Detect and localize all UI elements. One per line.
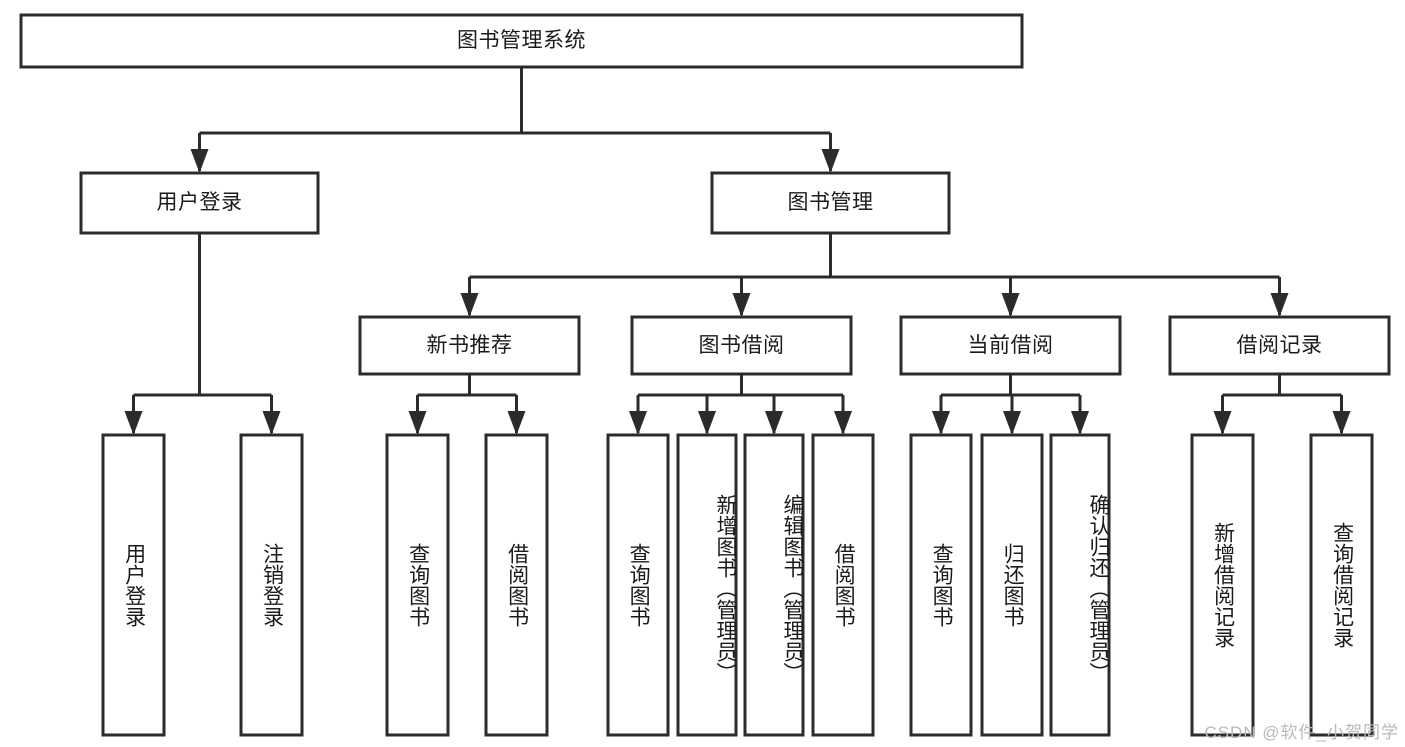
node-box-leaf_11	[1190, 433, 1255, 737]
arrow-head-borrow-to-leaves-3	[834, 411, 852, 435]
node-box-leaf_10	[1049, 433, 1111, 737]
node-boxes-group	[19, 13, 1391, 737]
node-box-leaf_6	[743, 433, 805, 737]
arrow-head-borrow-to-leaves-1	[698, 411, 716, 435]
node-box-root	[19, 13, 1024, 69]
arrow-head-newbook-to-leaves-1	[507, 411, 526, 435]
node-box-leaf_5	[676, 433, 738, 737]
arrow-head-records-to-leaves-1	[1332, 411, 1351, 435]
node-box-l2_1	[710, 171, 951, 235]
node-box-l3_1	[630, 315, 853, 376]
node-box-leaf_0	[101, 433, 166, 737]
arrow-head-newbook-to-leaves-0	[408, 411, 427, 435]
node-box-leaf_9	[980, 433, 1044, 737]
arrow-head-borrow-to-leaves-0	[629, 411, 647, 435]
arrow-head-login-to-leaves-0	[124, 411, 143, 435]
node-box-leaf_2	[385, 433, 450, 737]
node-box-leaf_7	[811, 433, 875, 737]
arrow-head-root-to-level2-0	[190, 149, 209, 173]
arrow-head-bookmgmt-to-level3-1	[732, 293, 751, 317]
arrow-head-current-to-leaves-2	[1071, 411, 1089, 435]
node-box-leaf_12	[1309, 433, 1374, 737]
arrow-head-bookmgmt-to-level3-0	[460, 293, 479, 317]
node-box-leaf_3	[484, 433, 549, 737]
arrow-head-borrow-to-leaves-2	[765, 411, 783, 435]
node-box-leaf_8	[909, 433, 973, 737]
arrow-head-root-to-level2-1	[821, 149, 840, 173]
arrow-head-bookmgmt-to-level3-2	[1001, 293, 1020, 317]
arrow-head-current-to-leaves-1	[1003, 411, 1021, 435]
node-box-l3_2	[899, 315, 1122, 376]
connector-lines-group	[124, 67, 1351, 435]
node-box-leaf_1	[239, 433, 304, 737]
node-box-l2_0	[79, 171, 320, 235]
node-box-leaf_4	[606, 433, 670, 737]
csdn-watermark: CSDN @软件_小贺同学	[1204, 723, 1399, 742]
node-box-l3_3	[1168, 315, 1391, 376]
arrow-head-current-to-leaves-0	[932, 411, 950, 435]
arrow-head-bookmgmt-to-level3-3	[1270, 293, 1289, 317]
arrow-head-records-to-leaves-0	[1213, 411, 1232, 435]
arrow-head-login-to-leaves-1	[262, 411, 281, 435]
node-box-l3_0	[358, 315, 581, 376]
